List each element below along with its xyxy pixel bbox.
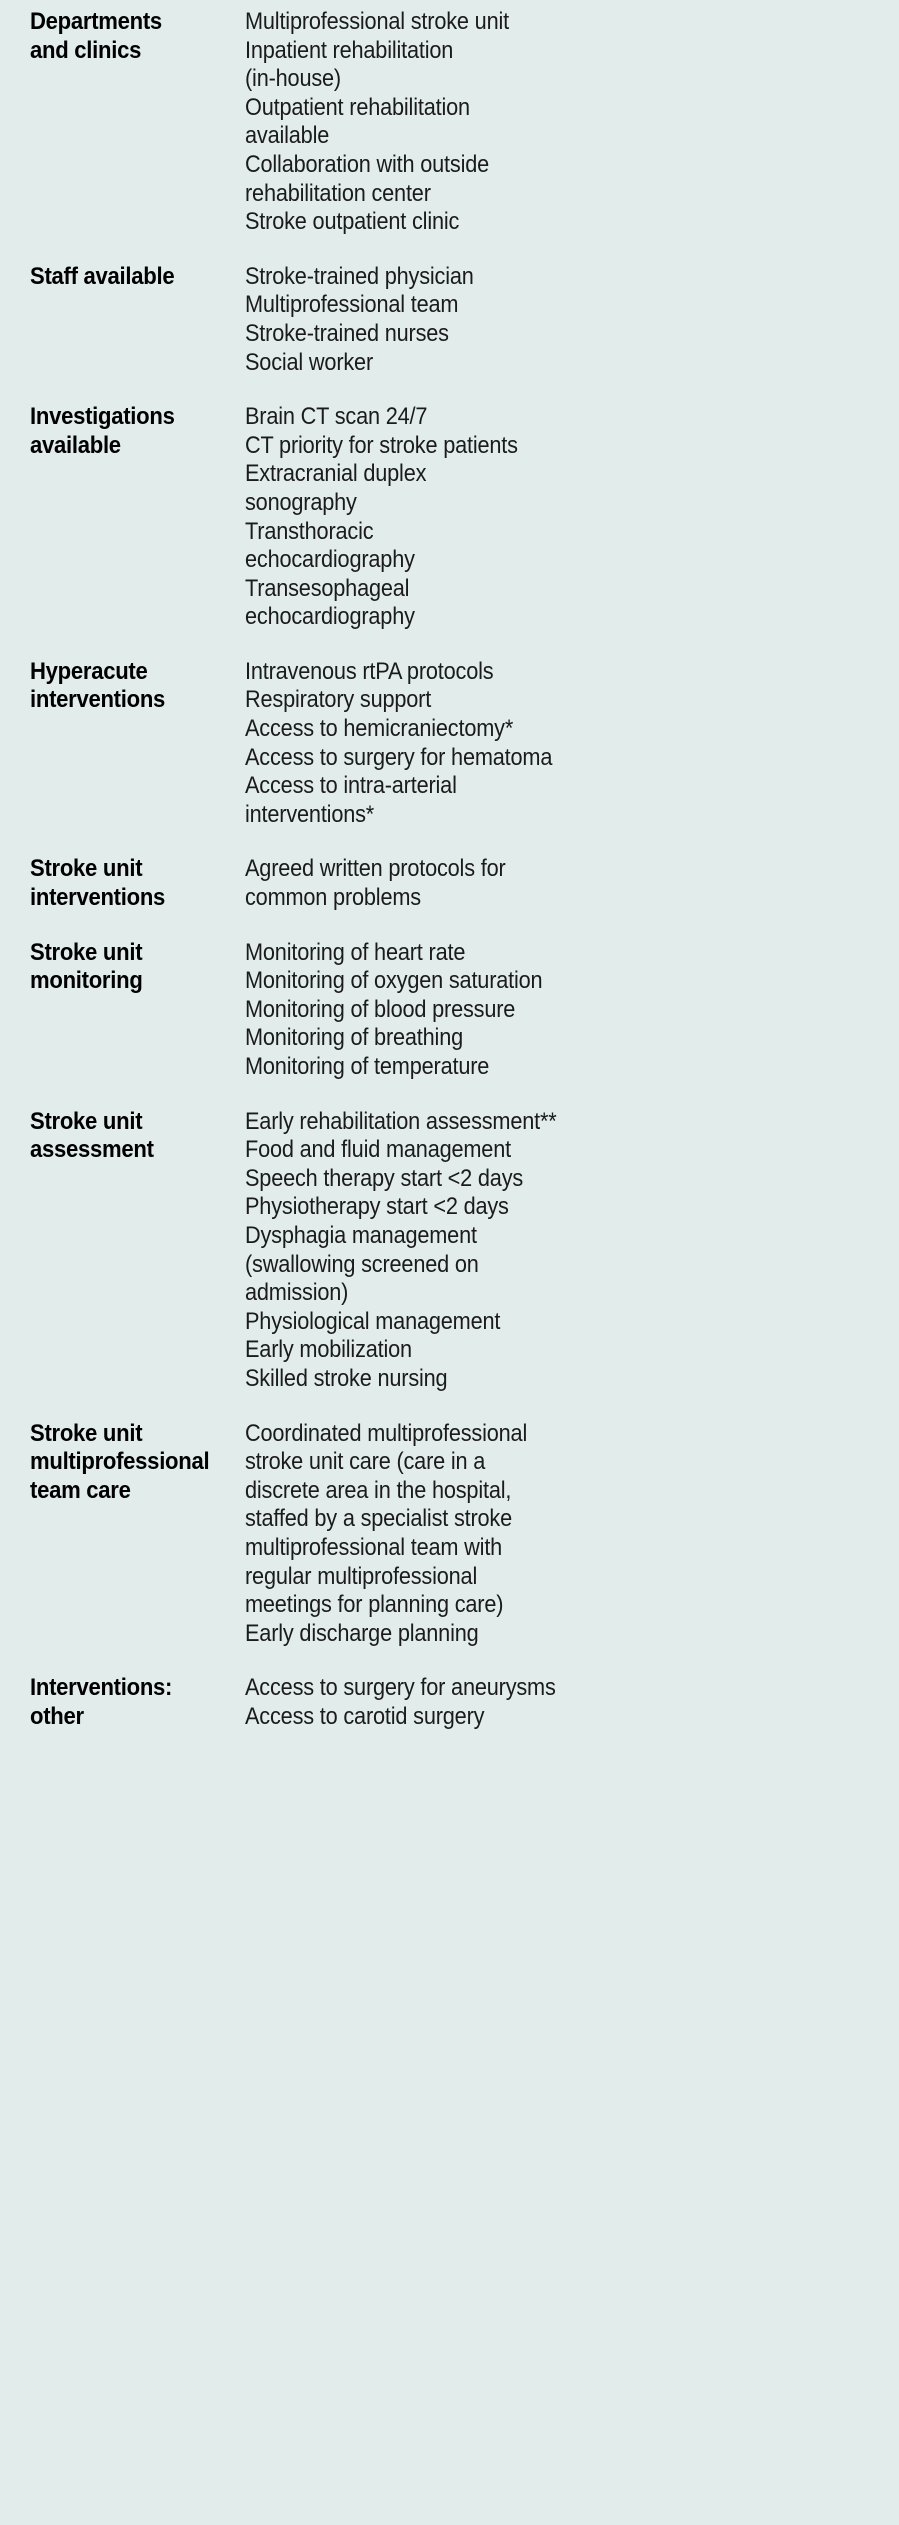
- table-row: Departments and clinics Multiprofessional…: [0, 8, 899, 237]
- row-label: Stroke unit multiprofessional team care: [30, 1419, 210, 1504]
- row-label: Staff available: [30, 262, 175, 290]
- list-item: Stroke-trained nurses: [245, 319, 449, 347]
- list-item: Social worker: [245, 348, 374, 376]
- row-label: Investigations available: [30, 403, 175, 459]
- list-item: Early rehabilitation assessment**: [245, 1107, 557, 1135]
- row-label-cell: Stroke unit monitoring: [0, 939, 245, 996]
- list-item: Intravenous rtPA protocols: [245, 657, 494, 685]
- list-item: Coordinated multiprofessional stroke uni…: [245, 1419, 528, 1619]
- table-row: Stroke unit monitoring Monitoring of hear…: [0, 939, 899, 1082]
- list-item: Access to surgery for aneurysms: [245, 1674, 556, 1702]
- list-item: Physiological management: [245, 1307, 501, 1335]
- row-label-cell: Stroke unit interventions: [0, 855, 245, 912]
- list-item: Monitoring of blood pressure: [245, 995, 516, 1023]
- list-item: Access to hemicraniectomy*: [245, 715, 514, 743]
- list-item: Stroke-trained physician: [245, 262, 474, 290]
- table-row: Interventions: other Access to surgery fo…: [0, 1674, 899, 1731]
- list-item: Transesophageal echocardiography: [245, 574, 415, 631]
- row-label-cell: Interventions: other: [0, 1674, 245, 1731]
- row-items-cell: Agreed written protocols for common prob…: [245, 855, 899, 912]
- row-items-cell: Early rehabilitation assessment**Food an…: [245, 1108, 899, 1394]
- table-row: Hyperacute interventions Intravenous rtPA…: [0, 658, 899, 830]
- list-item: Extracranial duplex sonography: [245, 460, 427, 516]
- row-label-cell: Investigations available: [0, 403, 245, 460]
- list-item: Access to carotid surgery: [245, 1702, 485, 1730]
- row-label-cell: Hyperacute interventions: [0, 658, 245, 715]
- list-item: Dysphagia management (swallowing screene…: [245, 1221, 479, 1307]
- list-item: Skilled stroke nursing: [245, 1364, 448, 1392]
- list-item: Monitoring of breathing: [245, 1024, 464, 1052]
- row-label-cell: Departments and clinics: [0, 8, 245, 65]
- row-label: Stroke unit monitoring: [30, 938, 143, 995]
- list-item: Outpatient rehabilitation available: [245, 93, 470, 150]
- list-item: Monitoring of heart rate: [245, 938, 466, 966]
- row-label-cell: Stroke unit multiprofessional team care: [0, 1420, 245, 1506]
- table-row: Stroke unit assessment Early rehabilitati…: [0, 1108, 899, 1394]
- list-item: Stroke outpatient clinic: [245, 208, 460, 236]
- list-item: Early discharge planning: [245, 1619, 479, 1647]
- row-label: Stroke unit interventions: [30, 855, 166, 912]
- list-item: Multiprofessional team: [245, 291, 459, 319]
- list-item: Access to intra-arterial interventions*: [245, 772, 457, 828]
- list-item: Agreed written protocols for common prob…: [245, 855, 506, 912]
- list-item: Speech therapy start <2 days: [245, 1164, 524, 1192]
- list-item: Access to surgery for hematoma: [245, 743, 553, 771]
- row-label-cell: Staff available: [0, 263, 245, 292]
- row-label: Departments and clinics: [30, 8, 162, 64]
- row-label: Hyperacute interventions: [30, 657, 166, 714]
- table-row: Investigations available Brain CT scan 24…: [0, 403, 899, 632]
- list-item: Food and fluid management: [245, 1136, 511, 1164]
- list-item: Multiprofessional stroke unit: [245, 8, 509, 35]
- row-items-cell: Coordinated multiprofessional stroke uni…: [245, 1420, 899, 1649]
- list-item: CT priority for stroke patients: [245, 431, 518, 459]
- list-item: Monitoring of oxygen saturation: [245, 967, 543, 995]
- list-item: Early mobilization: [245, 1336, 412, 1364]
- list-item: Respiratory support: [245, 686, 432, 714]
- row-label-cell: Stroke unit assessment: [0, 1108, 245, 1165]
- list-item: Transthoracic echocardiography: [245, 517, 415, 574]
- row-label: Stroke unit assessment: [30, 1107, 154, 1164]
- list-item: Physiotherapy start <2 days: [245, 1193, 509, 1221]
- list-item: Brain CT scan 24/7: [245, 403, 428, 431]
- list-item: Inpatient rehabilitation (in-house): [245, 36, 454, 93]
- row-label: Interventions: other: [30, 1674, 173, 1730]
- table-row: Stroke unit multiprofessional team care C…: [0, 1420, 899, 1649]
- list-item: Monitoring of temperature: [245, 1053, 490, 1080]
- table-row: Stroke unit interventions Agreed written …: [0, 855, 899, 912]
- list-item: Collaboration with outside rehabilitatio…: [245, 150, 490, 207]
